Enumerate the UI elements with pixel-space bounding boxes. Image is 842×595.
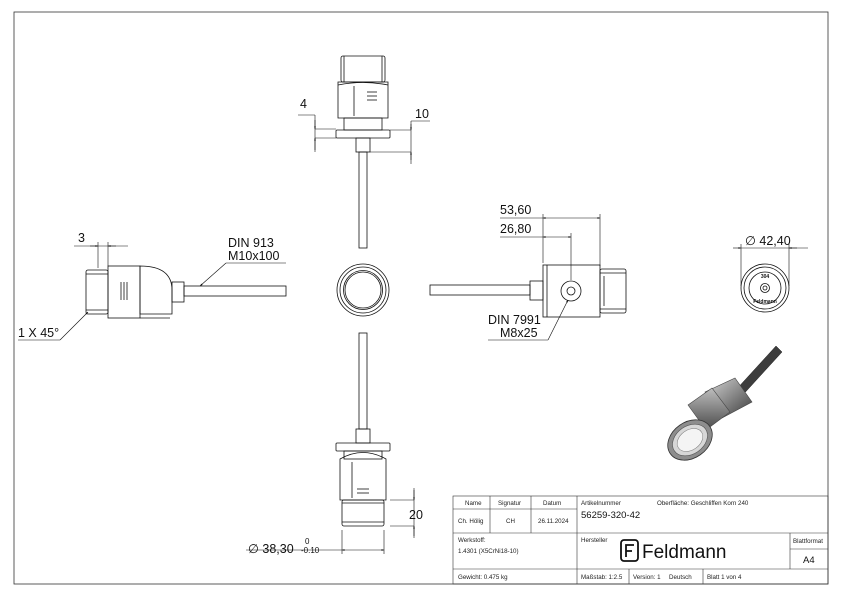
tb-gewicht: Gewicht: 0.475 kg — [458, 574, 508, 581]
dim-3: 3 — [78, 231, 85, 245]
tb-header-datum: Datum — [543, 500, 561, 507]
tb-artikel-label: Artikelnummer — [581, 500, 621, 507]
tb-signatur: CH — [506, 518, 515, 525]
dim-dia-38-30: ∅ 38,30 — [248, 542, 294, 556]
din7991-size: M8x25 — [500, 326, 538, 340]
tb-datum: 26.11.2024 — [538, 518, 569, 525]
center-end-view — [336, 263, 390, 317]
detail-marking-304: 304 — [761, 274, 770, 280]
tb-name: Ch. Hölig — [458, 518, 484, 525]
tolerance-upper: 0 — [305, 537, 310, 546]
tolerance-lower: -0.10 — [301, 546, 320, 555]
dim-4: 4 — [300, 97, 307, 111]
brand-name: Feldmann — [642, 542, 727, 563]
din7991-label: DIN 7991 — [488, 313, 541, 327]
tb-hersteller-label: Hersteller — [581, 537, 607, 544]
tb-header-name: Name — [465, 500, 482, 507]
tb-artikel-value: 56259-320-42 — [581, 510, 640, 521]
tb-blatt: Blatt 1 von 4 — [707, 574, 742, 581]
din913-size: M10x100 — [228, 249, 279, 263]
tb-version: Version: 1 — [633, 574, 661, 581]
isometric-render — [667, 345, 783, 461]
tb-sprache: Deutsch — [669, 574, 692, 581]
dim-dia-42-40: ∅ 42,40 — [745, 234, 791, 248]
tb-blattformat-value: A4 — [803, 555, 815, 566]
tb-werkstoff-label: Werkstoff: — [458, 537, 486, 544]
title-block — [452, 495, 829, 585]
top-view — [335, 55, 391, 249]
dim-26-80: 26,80 — [500, 222, 531, 236]
sheet-border — [13, 11, 829, 585]
right-view — [429, 264, 627, 318]
tb-header-signatur: Signatur — [498, 500, 521, 507]
left-view — [85, 265, 287, 319]
tb-blattformat-label: Blattformat — [793, 538, 823, 545]
tb-oberflaeche: Oberfläche: Geschliffen Korn 240 — [657, 500, 749, 507]
dim-53-60: 53,60 — [500, 203, 531, 217]
chamfer-label: 1 X 45° — [18, 326, 59, 340]
dim-10: 10 — [415, 107, 429, 121]
din913-label: DIN 913 — [228, 236, 274, 250]
detail-marking-brand: Feldmann — [753, 299, 777, 305]
brand-logo-icon — [620, 539, 639, 562]
dimension-lines — [18, 114, 808, 554]
dim-20: 20 — [409, 508, 423, 522]
bottom-view — [335, 332, 391, 527]
tb-werkstoff-value: 1.4301 (X5CrNi18-10) — [458, 548, 519, 555]
tb-massstab: Maßstab: 1:2.5 — [581, 574, 623, 581]
detail-end-view — [740, 263, 790, 313]
